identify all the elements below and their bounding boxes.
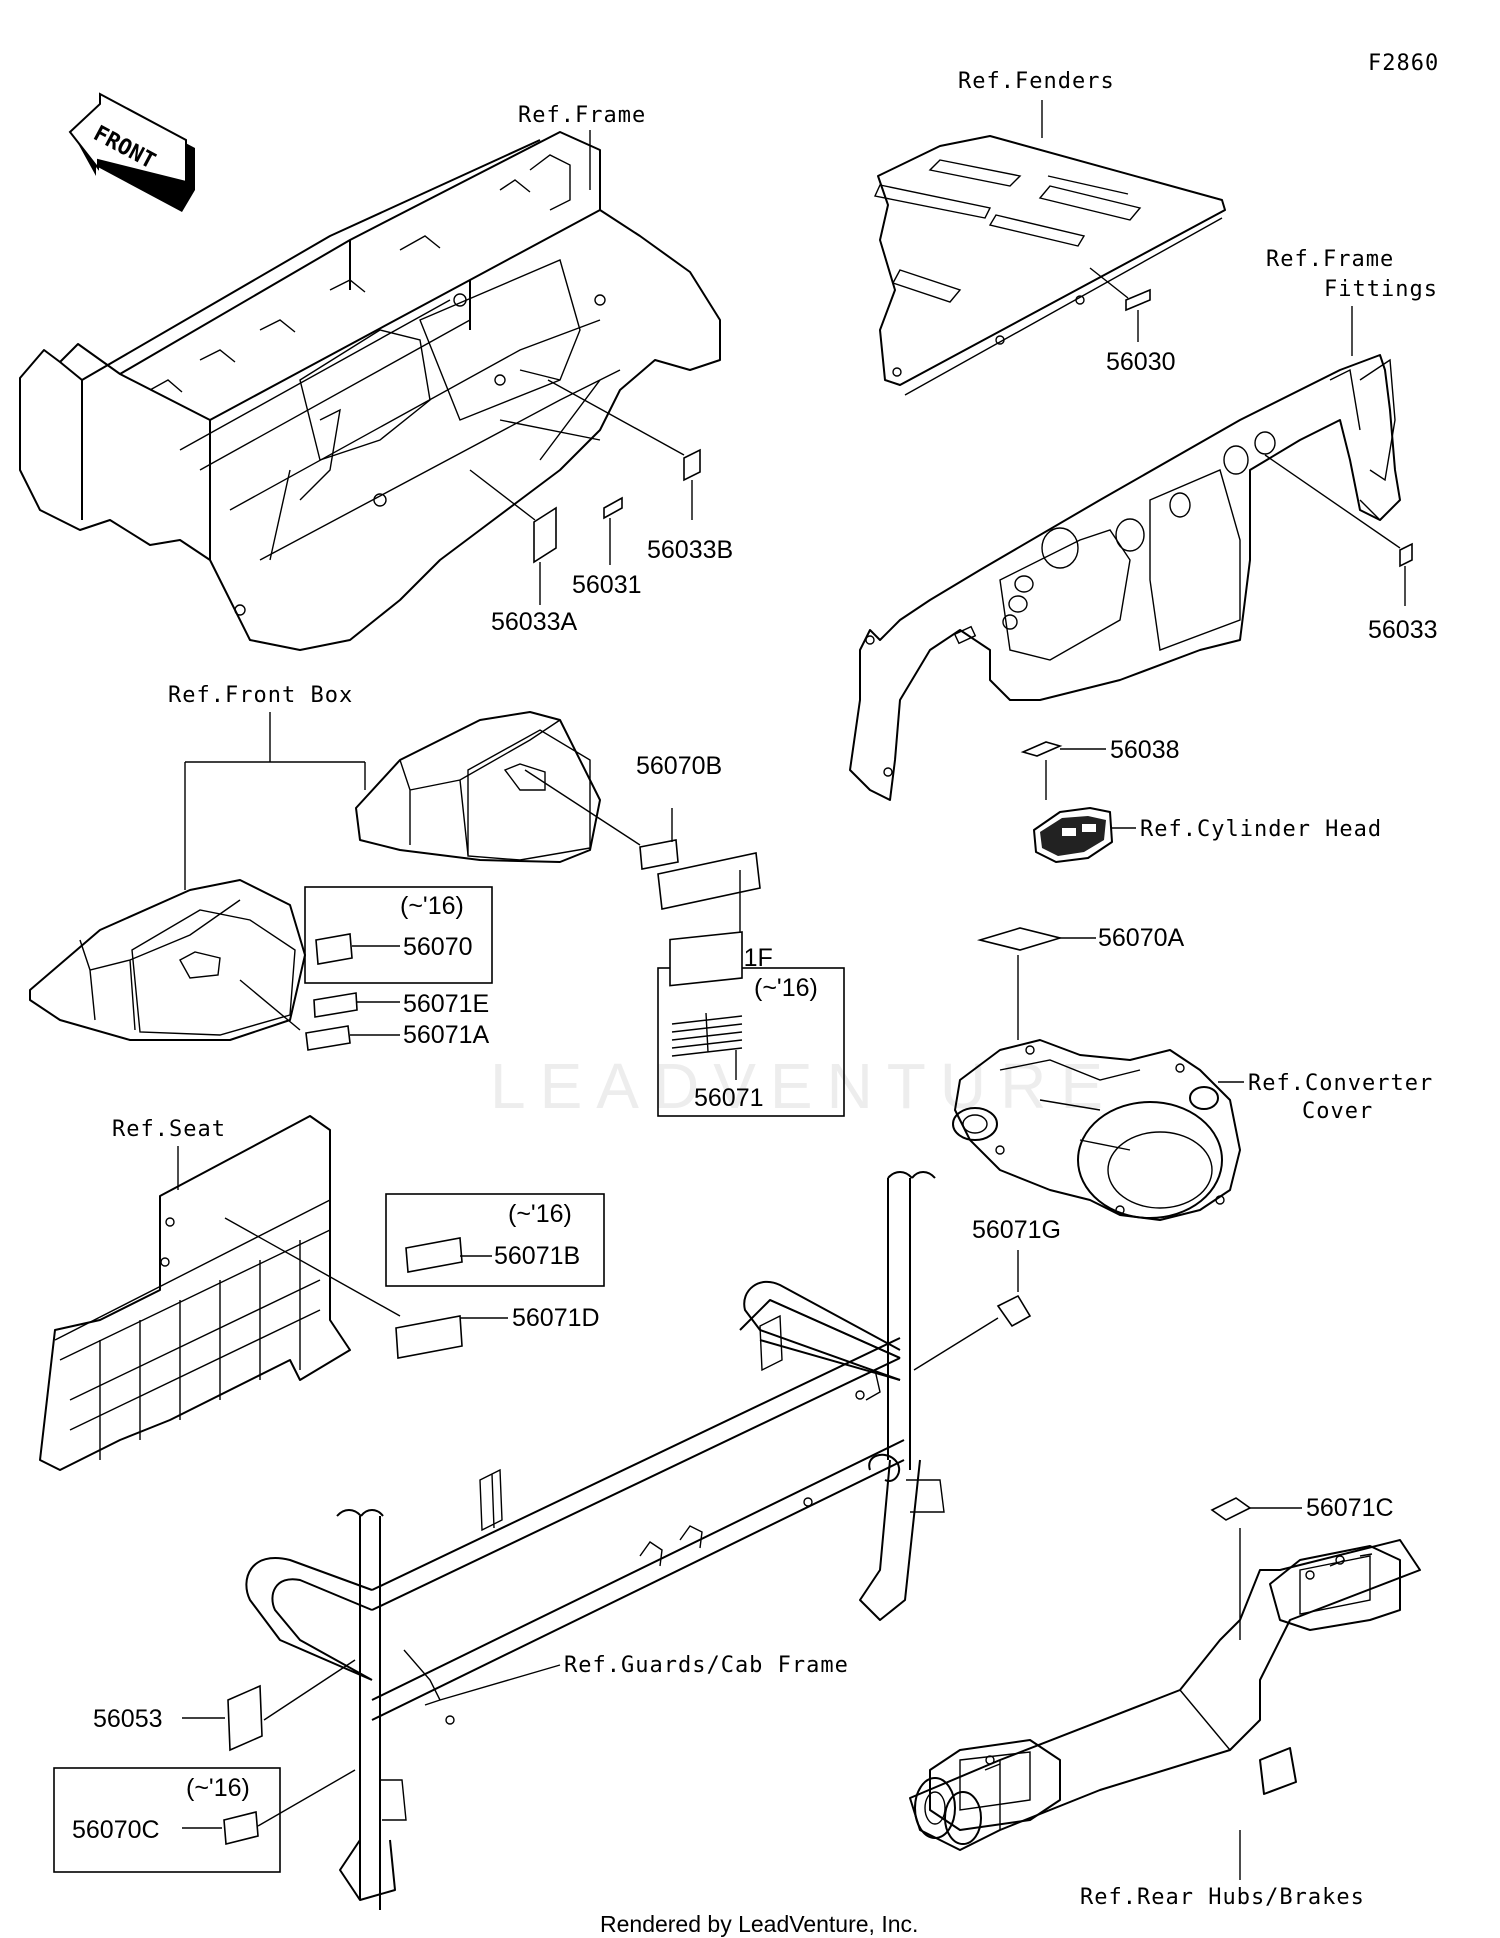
part-number-56071B[interactable]: 56071B [494,1242,580,1270]
part-number-56070B[interactable]: 56070B [636,752,722,780]
part-number-56070C[interactable]: 56070C [72,1816,160,1844]
part-number-56071G[interactable]: 56071G [972,1216,1061,1244]
footer-credit: Rendered by LeadVenture, Inc. [600,1911,918,1937]
decal-56030: 56030 [1089,267,1176,376]
front-box-illustration: Ref.Front Box [29,683,601,1041]
decal-56071E: 56071E [313,990,489,1018]
decal-56033A: 56033A [469,469,578,636]
decal-56071A: 56071A [305,1021,490,1051]
ref-converter-cover-label-2: Cover [1302,1099,1373,1124]
ref-cylinder-head-label: Ref.Cylinder Head [1140,817,1382,842]
ref-seat-label: Ref.Seat [112,1117,226,1142]
part-number-56071D[interactable]: 56071D [512,1304,600,1332]
part-number-56031[interactable]: 56031 [572,571,642,599]
ref-rear-hubs-brakes-label: Ref.Rear Hubs/Brakes [1080,1885,1365,1910]
ref-frame-fittings-label-2: Fittings [1324,277,1438,302]
converter-cover-illustration: Ref.Converter Cover [952,1039,1433,1221]
decal-56070A: 56070A [976,924,1185,1040]
decal-56071C: 56071C [1210,1494,1394,1640]
part-group-56070C: (~'16) 56070C [53,1767,356,1873]
watermark-text: LEADVENTURE [490,1050,1117,1122]
ref-fenders-label: Ref.Fenders [958,69,1115,94]
decal-56038: 56038 [1020,736,1180,800]
part-group-56071B: (~'16) 56071B [385,1193,605,1287]
front-arrow-icon: FRONT [68,92,195,212]
guards-cab-frame-illustration: Ref.Guards/Cab Frame [245,1171,945,1910]
decal-56033B: 56033B [547,379,733,564]
decal-56071D: 56071D [395,1304,600,1359]
decal-56053: 56053 [93,1659,356,1752]
note-56071-years: (~'16) [754,974,818,1002]
part-number-56071A[interactable]: 56071A [403,1021,490,1049]
part-number-56030[interactable]: 56030 [1106,348,1176,376]
ref-converter-cover-label-1: Ref.Converter [1248,1071,1433,1096]
part-number-56033[interactable]: 56033 [1368,616,1438,644]
cylinder-head-illustration: Ref.Cylinder Head [1033,807,1382,863]
part-number-56053[interactable]: 56053 [93,1705,163,1733]
part-group-56071: (~'16) 56071 [657,931,845,1117]
note-56070c-years: (~'16) [186,1774,250,1802]
part-number-56033A[interactable]: 56033A [491,608,578,636]
diagram-code: F2860 [1368,51,1439,76]
part-number-56070A[interactable]: 56070A [1098,924,1185,952]
part-group-56070: (~'16) 56070 [304,886,493,984]
decal-56031: 56031 [572,496,642,599]
part-number-56033B[interactable]: 56033B [647,536,733,564]
decal-56033: 56033 [1264,454,1438,644]
rear-hubs-brakes-illustration: Ref.Rear Hubs/Brakes [909,1539,1421,1910]
part-number-56071C[interactable]: 56071C [1306,1494,1394,1522]
part-number-56071[interactable]: 56071 [694,1084,764,1112]
part-number-56038[interactable]: 56038 [1110,736,1180,764]
ref-front-box-label: Ref.Front Box [168,683,353,708]
ref-frame-label: Ref.Frame [518,103,646,128]
ref-frame-fittings-label-1: Ref.Frame [1266,247,1394,272]
decal-56070B: 56070B [524,752,722,870]
note-56071b-years: (~'16) [508,1200,572,1228]
part-number-56071E[interactable]: 56071E [403,990,489,1018]
part-number-56070[interactable]: 56070 [403,933,473,961]
dash-frame-fittings-illustration: Ref.Frame Fittings [849,247,1438,801]
ref-guards-cab-frame-label: Ref.Guards/Cab Frame [564,1653,849,1678]
decal-56071G: 56071G [913,1216,1061,1371]
fenders-illustration: Ref.Fenders [873,69,1226,396]
seat-illustration: Ref.Seat [39,1115,351,1471]
frame-illustration: Ref.Frame [19,103,721,651]
note-56070-years: (~'16) [400,892,464,920]
